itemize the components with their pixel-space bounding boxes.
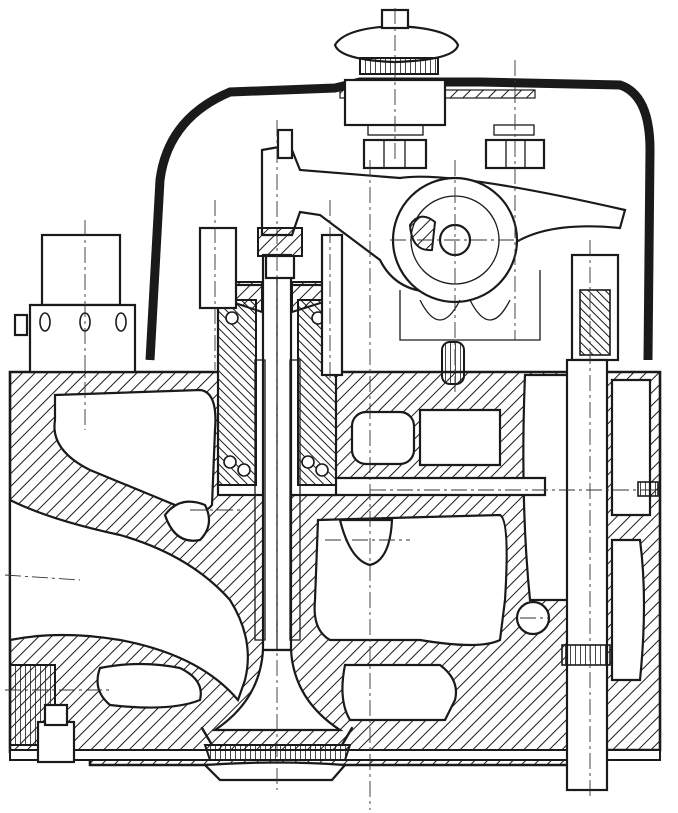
- push-rod-tube: [561, 253, 620, 792]
- water-jacket-cores: [8, 373, 652, 746]
- oil-plug: [441, 341, 465, 385]
- rocker-arm: [257, 128, 627, 341]
- center-lines: [4, 8, 660, 810]
- water-outlet: [13, 226, 344, 377]
- cylinder-stud: [36, 703, 76, 764]
- oil-filler-cap: [333, 8, 460, 127]
- rocker-nuts: [362, 124, 546, 170]
- drain-plug: [637, 481, 659, 497]
